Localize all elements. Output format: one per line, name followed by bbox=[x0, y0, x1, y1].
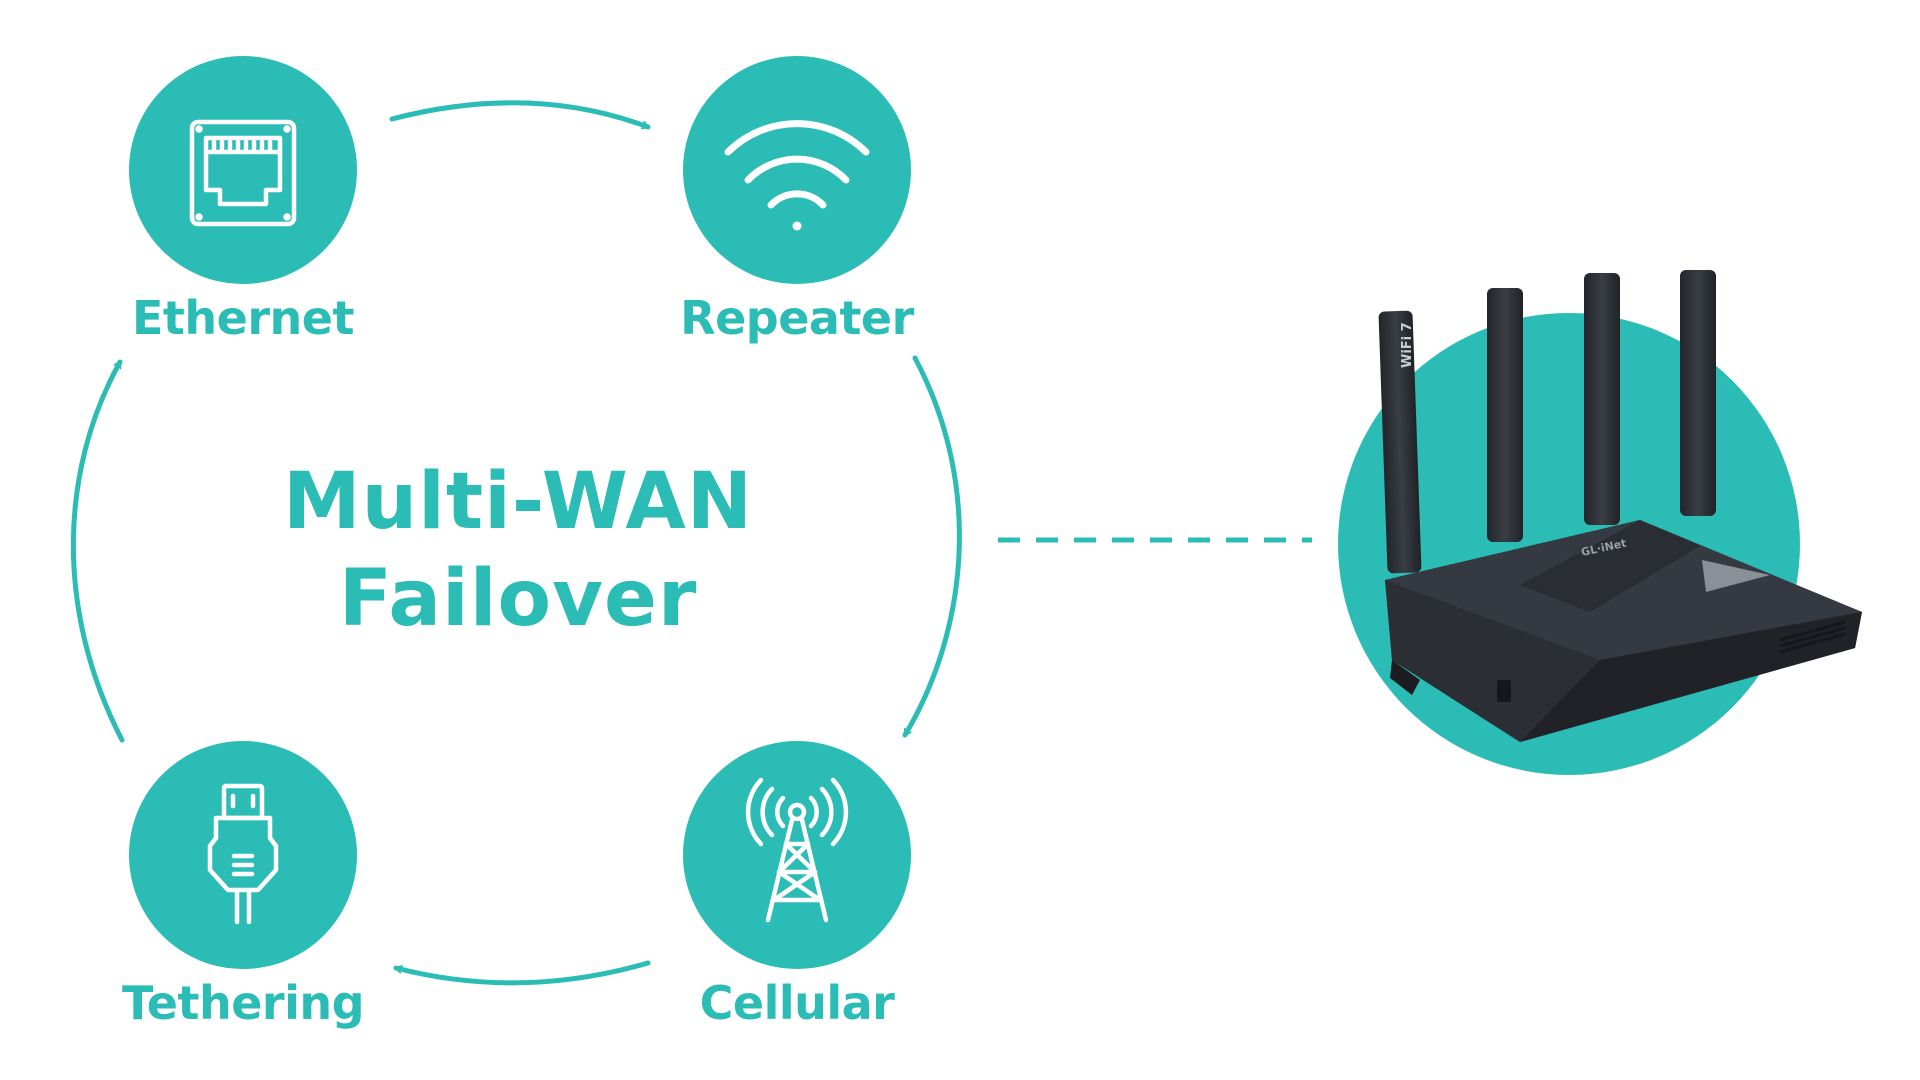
router-device: WiFi 7 GL·iNet bbox=[1338, 270, 1862, 775]
ethernet-port-icon bbox=[189, 119, 297, 227]
node-repeater-circle bbox=[683, 56, 911, 284]
node-tethering-label: Tethering bbox=[122, 976, 364, 1030]
antenna-2 bbox=[1487, 288, 1523, 542]
node-cellular-label: Cellular bbox=[700, 976, 896, 1030]
usb-cable-icon bbox=[207, 783, 279, 925]
node-repeater: Repeater bbox=[680, 56, 915, 345]
center-title: Multi-WAN Failover bbox=[283, 457, 753, 644]
flow-arrows bbox=[70, 100, 962, 986]
antenna-4 bbox=[1680, 270, 1716, 516]
arrow-cellular-to-tethering bbox=[393, 960, 651, 986]
arrow-tethering-to-ethernet bbox=[70, 359, 125, 743]
node-tethering: Tethering bbox=[122, 741, 365, 1030]
antenna-3 bbox=[1584, 273, 1620, 525]
router-usb-port bbox=[1497, 680, 1511, 702]
node-ethernet-circle bbox=[129, 56, 357, 284]
node-ethernet: Ethernet bbox=[129, 56, 357, 345]
antenna-1 bbox=[1378, 310, 1422, 574]
node-cellular: Cellular bbox=[683, 741, 911, 1030]
cell-tower-icon bbox=[745, 777, 849, 923]
title-line-2: Failover bbox=[339, 554, 698, 644]
wifi-icon bbox=[724, 120, 870, 231]
node-ethernet-label: Ethernet bbox=[132, 291, 354, 345]
router-vents bbox=[1779, 620, 1846, 654]
router-body: GL·iNet bbox=[1385, 520, 1862, 742]
arrow-ethernet-to-repeater bbox=[389, 100, 651, 130]
antenna-wifi-label: WiFi 7 bbox=[1400, 322, 1415, 368]
title-line-1: Multi-WAN bbox=[283, 457, 753, 547]
arrow-repeater-to-cellular bbox=[902, 355, 962, 738]
router-antennas: WiFi 7 bbox=[1378, 270, 1716, 574]
node-repeater-label: Repeater bbox=[680, 291, 914, 345]
